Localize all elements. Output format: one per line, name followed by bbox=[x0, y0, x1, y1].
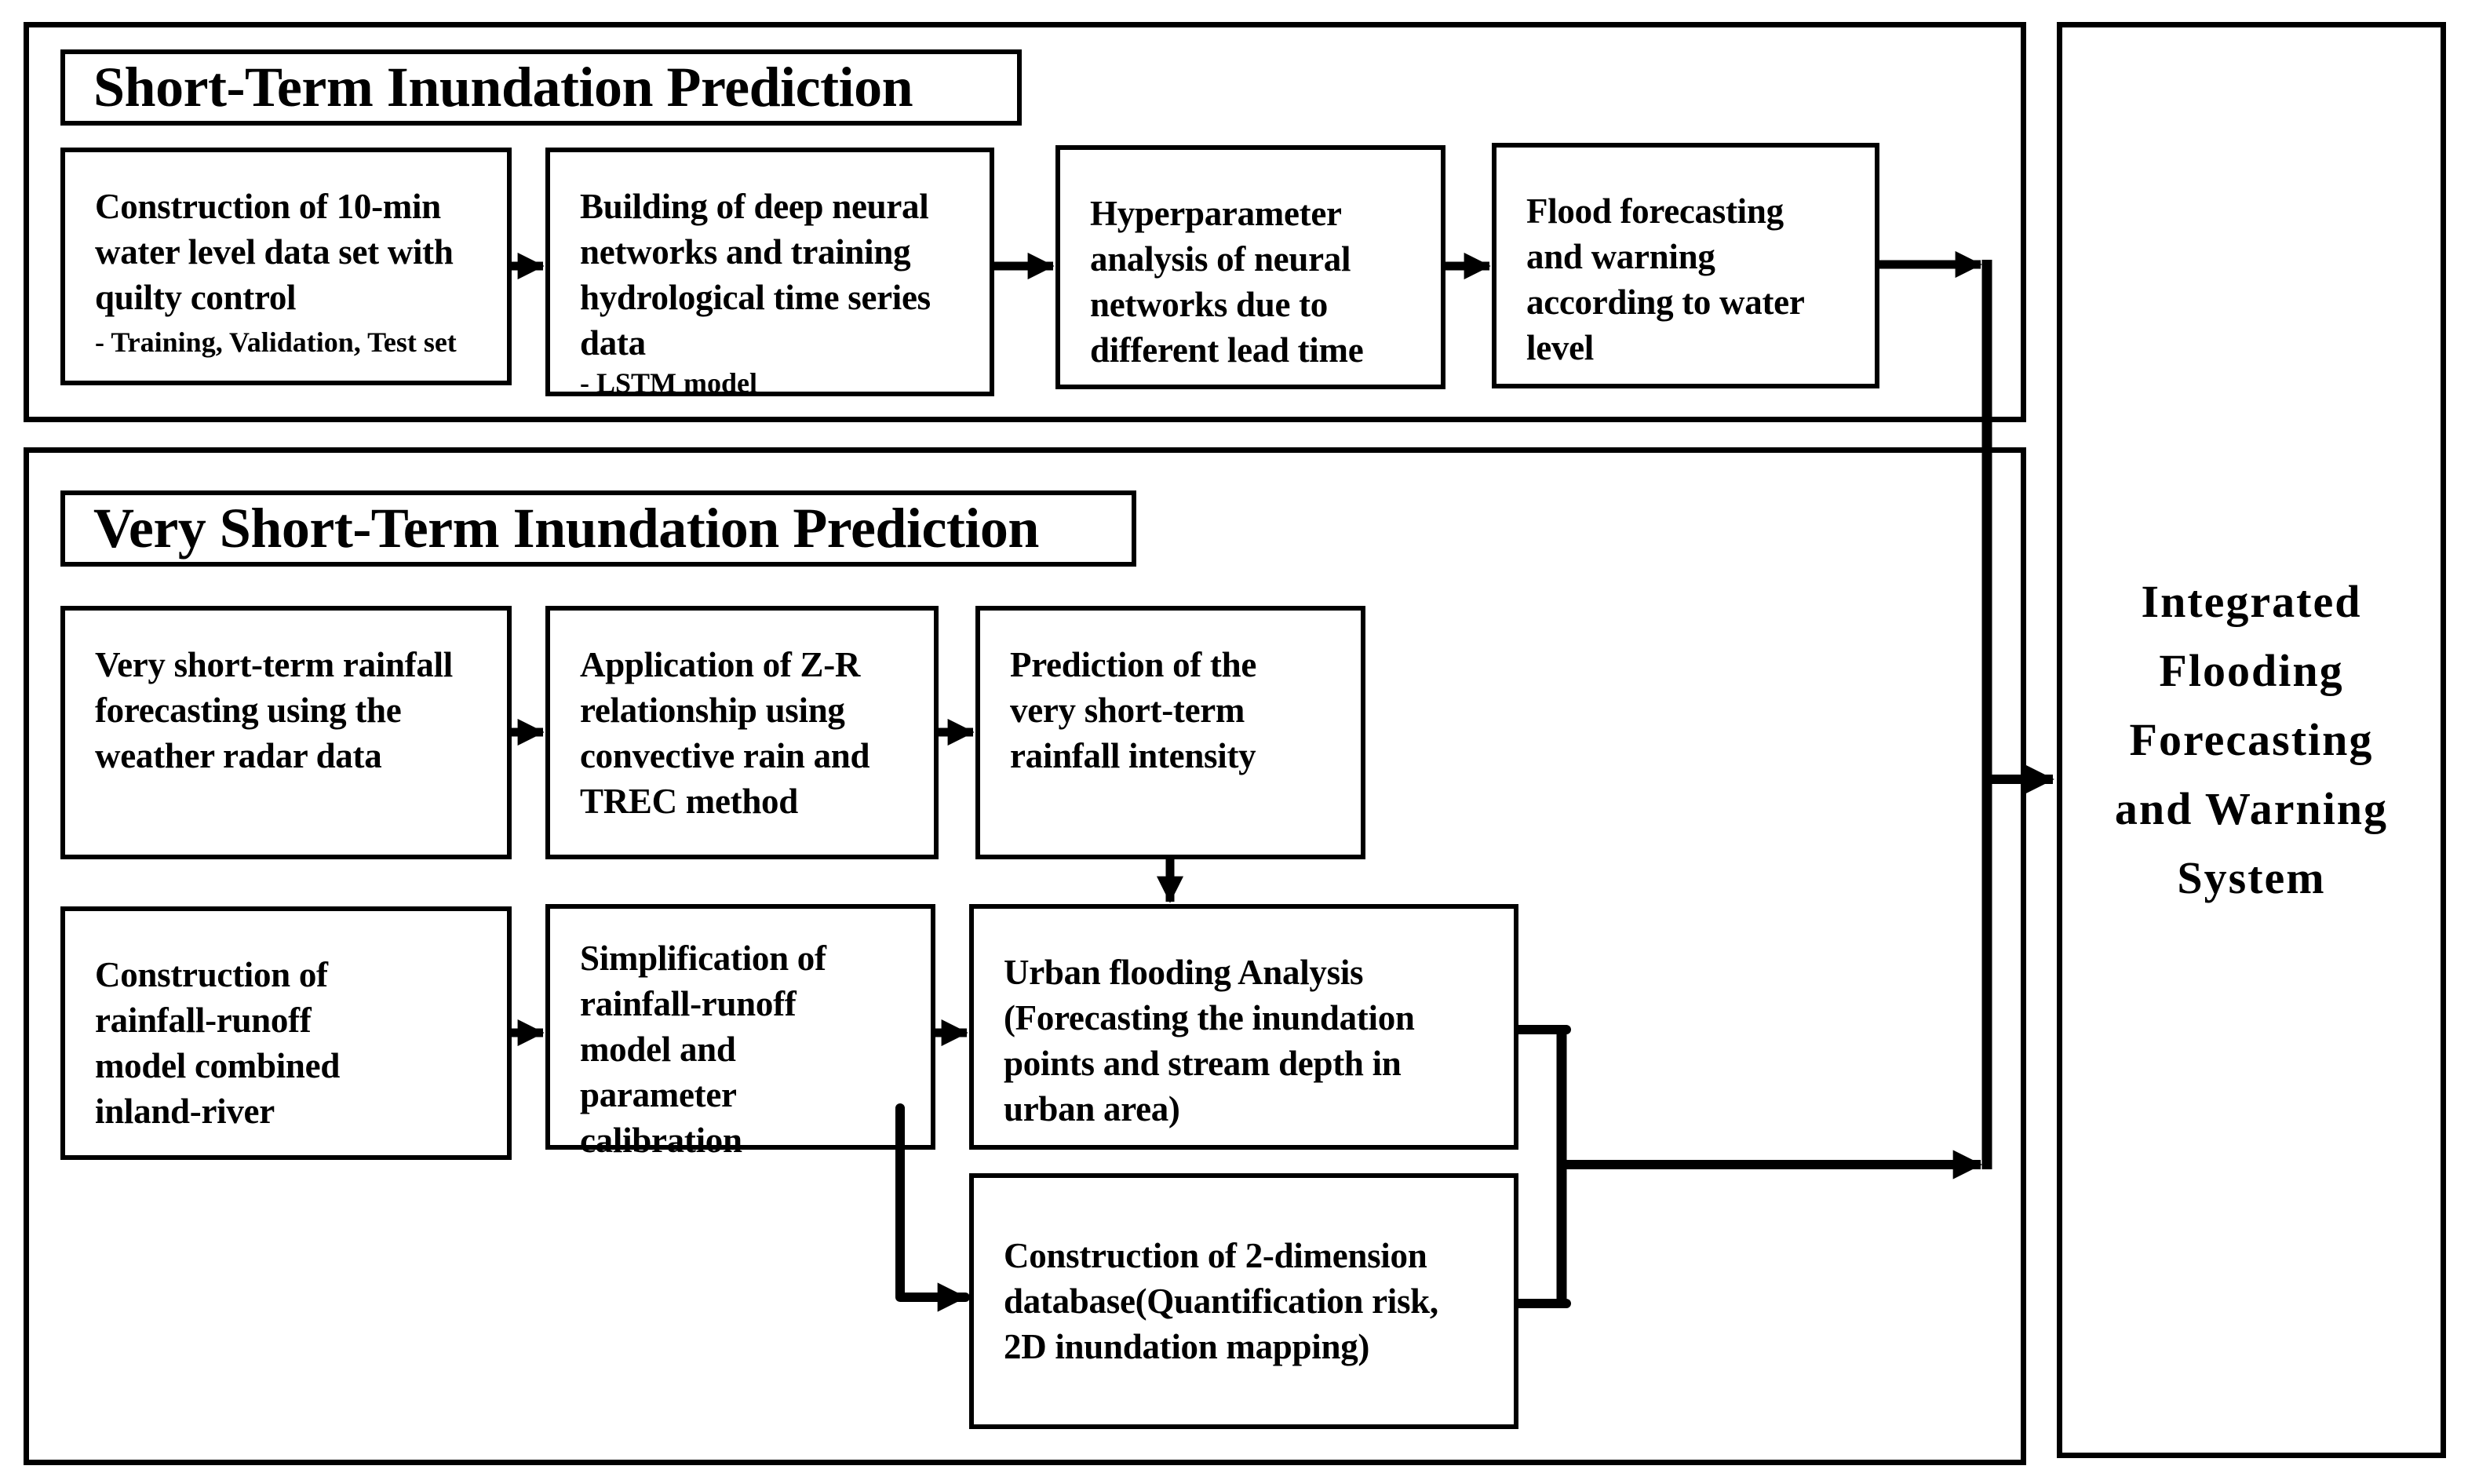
box-2d-database-text: Construction of 2-dimension database(Qua… bbox=[1004, 1236, 1438, 1366]
box-radar-rainfall-forecast: Very short-term rainfall forecasting usi… bbox=[60, 606, 512, 859]
box-urban-flooding-analysis-text: Urban flooding Analysis (Forecasting the… bbox=[1004, 953, 1415, 1128]
box-zr-relationship: Application of Z-R relationship using co… bbox=[545, 606, 939, 859]
box-rainfall-runoff-model: Construction of rainfall-runoff model co… bbox=[60, 906, 512, 1160]
section-title-very-short-term-label: Very Short-Term Inundation Prediction bbox=[93, 497, 1039, 560]
box-zr-relationship-text: Application of Z-R relationship using co… bbox=[580, 645, 870, 821]
box-dnn-building: Building of deep neural networks and tra… bbox=[545, 148, 994, 399]
box-rainfall-intensity-prediction: Prediction of the very short-term rainfa… bbox=[975, 606, 1365, 859]
box-rainfall-runoff-model-text: Construction of rainfall-runoff model co… bbox=[95, 955, 341, 1131]
box-model-simplification-text: Simplification of rainfall-runoff model … bbox=[580, 939, 826, 1160]
box-model-simplification: Simplification of rainfall-runoff model … bbox=[545, 904, 935, 1160]
box-water-level-dataset-note: - Training, Validation, Test set bbox=[95, 326, 457, 358]
box-flood-forecast-warning-text: Flood forecasting and warning according … bbox=[1526, 191, 1805, 367]
box-integrated-system: Integrated Flooding Forecasting and Warn… bbox=[2057, 22, 2446, 1458]
box-dnn-building-text: Building of deep neural networks and tra… bbox=[580, 187, 931, 363]
box-radar-rainfall-forecast-text: Very short-term rainfall forecasting usi… bbox=[95, 645, 454, 775]
box-water-level-dataset-text: Construction of 10-min water level data … bbox=[95, 187, 454, 317]
section-title-very-short-term: Very Short-Term Inundation Prediction bbox=[60, 490, 1136, 567]
box-integrated-system-text: Integrated Flooding Forecasting and Warn… bbox=[2114, 576, 2389, 903]
box-2d-database: Construction of 2-dimension database(Qua… bbox=[969, 1173, 1518, 1429]
box-rainfall-intensity-prediction-text: Prediction of the very short-term rainfa… bbox=[1010, 645, 1257, 775]
section-title-short-term-label: Short-Term Inundation Prediction bbox=[93, 56, 913, 119]
box-hyperparameter-analysis-text: Hyperparameter analysis of neural networ… bbox=[1090, 194, 1364, 370]
box-water-level-dataset: Construction of 10-min water level data … bbox=[60, 148, 512, 385]
box-urban-flooding-analysis: Urban flooding Analysis (Forecasting the… bbox=[969, 904, 1518, 1150]
box-hyperparameter-analysis: Hyperparameter analysis of neural networ… bbox=[1055, 145, 1445, 389]
box-flood-forecast-warning: Flood forecasting and warning according … bbox=[1492, 143, 1879, 388]
section-title-short-term: Short-Term Inundation Prediction bbox=[60, 49, 1022, 126]
box-dnn-building-note: - LSTM model bbox=[580, 367, 758, 399]
